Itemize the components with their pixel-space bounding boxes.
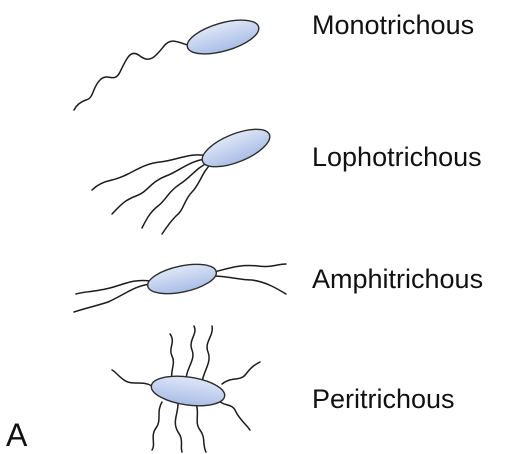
- peritrichous-flagellum-bottom-1: [152, 402, 162, 450]
- peritrichous-flagellum-right: [222, 362, 260, 384]
- amphitrichous-flagellum-right-2: [212, 276, 286, 294]
- peritrichous-flagellum-bottom-3: [196, 404, 206, 452]
- lophotrichous-flagellum-1: [92, 155, 208, 190]
- lophotrichous-cell: [197, 122, 274, 175]
- peritrichous-flagellum-top-1: [170, 334, 173, 380]
- peritrichous-group: Peritrichous: [112, 326, 455, 452]
- monotrichous-label: Monotrichous: [312, 10, 474, 40]
- monotrichous-cell: [184, 13, 263, 60]
- monotrichous-group: Monotrichous: [74, 10, 474, 110]
- peritrichous-label: Peritrichous: [312, 384, 455, 414]
- lophotrichous-group: Lophotrichous: [92, 122, 482, 234]
- monotrichous-flagellum: [74, 41, 192, 110]
- lophotrichous-label: Lophotrichous: [312, 142, 482, 172]
- amphitrichous-flagellum-right-1: [214, 264, 286, 272]
- amphitrichous-group: Amphitrichous: [74, 259, 483, 312]
- panel-letter: A: [6, 417, 28, 453]
- amphitrichous-label: Amphitrichous: [312, 264, 483, 294]
- peritrichous-flagellum-top-2: [186, 326, 195, 380]
- peritrichous-flagellum-left: [112, 370, 152, 386]
- peritrichous-flagellum-top-3: [202, 326, 212, 382]
- amphitrichous-cell: [145, 259, 219, 299]
- peritrichous-flagellum-bottom-2: [175, 404, 182, 452]
- peritrichous-flagellum-bottom-4: [216, 398, 250, 430]
